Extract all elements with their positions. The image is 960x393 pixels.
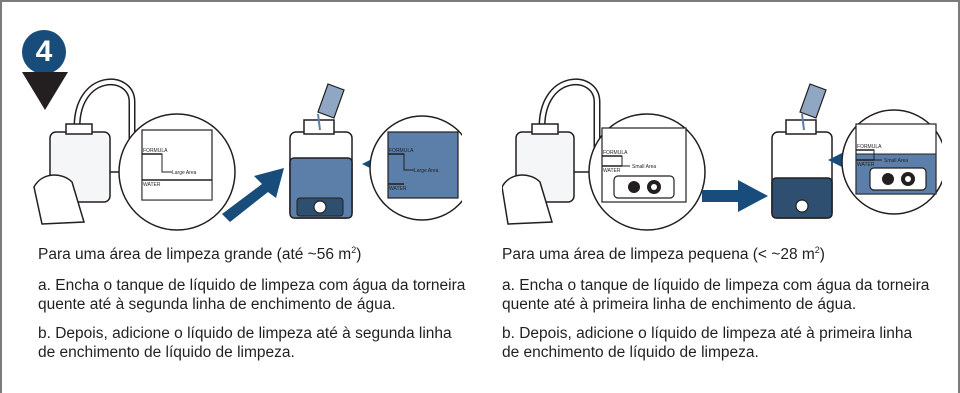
label-water-small: WATER <box>603 168 621 174</box>
label-area: Large Area <box>172 170 197 176</box>
label-water: WATER <box>143 182 161 188</box>
label-area-2: Large Area <box>414 168 439 174</box>
large-area-heading-sup: 2 <box>351 244 357 255</box>
label-water-2: WATER <box>389 186 407 192</box>
label-area-small-2: Small Area <box>884 158 908 164</box>
large-area-instructions: Para uma área de limpeza grande (até ~56… <box>38 245 468 372</box>
label-formula-small-2: FORMULA <box>857 144 882 150</box>
large-area-step-b: b. Depois, adicione o líquido de limpeza… <box>38 325 452 361</box>
small-area-illustration: FORMULA WATER Small Area FORMULA WATER S… <box>502 78 942 231</box>
label-formula-small: FORMULA <box>603 150 628 156</box>
small-area-heading-sup: 2 <box>814 244 820 255</box>
label-water-small-2: WATER <box>857 162 875 168</box>
label-area-small: Small Area <box>632 164 656 170</box>
small-area-heading-suffix: ) <box>819 246 825 263</box>
large-area-heading: Para uma área de limpeza grande (até ~56… <box>38 245 468 264</box>
step-number-badge: 4 <box>22 30 66 74</box>
label-formula: FORMULA <box>143 148 168 154</box>
large-area-step-a: a. Encha o tanque de líquido de limpeza … <box>38 277 466 313</box>
large-area-illustration: FORMULA WATER Large Area FORMULA WATER L… <box>33 78 462 231</box>
small-area-step-a: a. Encha o tanque de líquido de limpeza … <box>502 277 930 313</box>
large-area-heading-text: Para uma área de limpeza grande (até ~56… <box>38 246 352 263</box>
step-down-arrow-icon <box>22 72 68 110</box>
label-formula-2: FORMULA <box>389 148 414 154</box>
large-area-heading-suffix: ) <box>356 246 362 263</box>
small-area-step-b: b. Depois, adicione o líquido de limpeza… <box>502 325 913 361</box>
small-area-heading: Para uma área de limpeza pequena (< ~28 … <box>502 245 932 264</box>
small-area-heading-text: Para uma área de limpeza pequena (< ~28 … <box>502 246 815 263</box>
small-area-instructions: Para uma área de limpeza pequena (< ~28 … <box>502 245 932 372</box>
